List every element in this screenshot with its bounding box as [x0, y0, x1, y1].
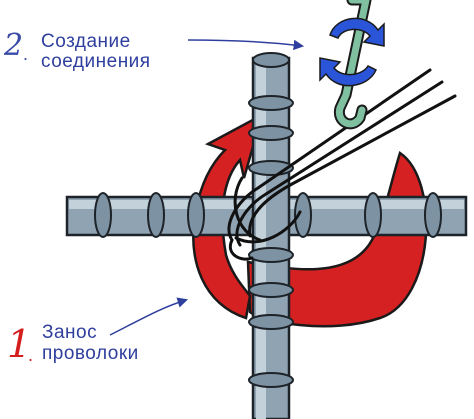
twist-arrows: [319, 17, 385, 87]
step-1-label-line-2: проволоки: [42, 343, 139, 364]
step-2-label-line-2: соединения: [41, 51, 151, 72]
step-2-dot: .: [23, 44, 29, 64]
hook-tool: [333, 0, 372, 130]
step-2-number: 2: [4, 28, 24, 63]
vertical-rebar: [248, 52, 294, 419]
step-1-label-line-1: Занос: [42, 322, 98, 343]
step-1-number: 1: [7, 322, 32, 366]
step-2-label-line-1: Создание: [41, 31, 131, 52]
tie-wire-loop: [227, 68, 457, 261]
pointer-arrows: [109, 39, 305, 336]
step-1-dot: .: [28, 345, 34, 365]
